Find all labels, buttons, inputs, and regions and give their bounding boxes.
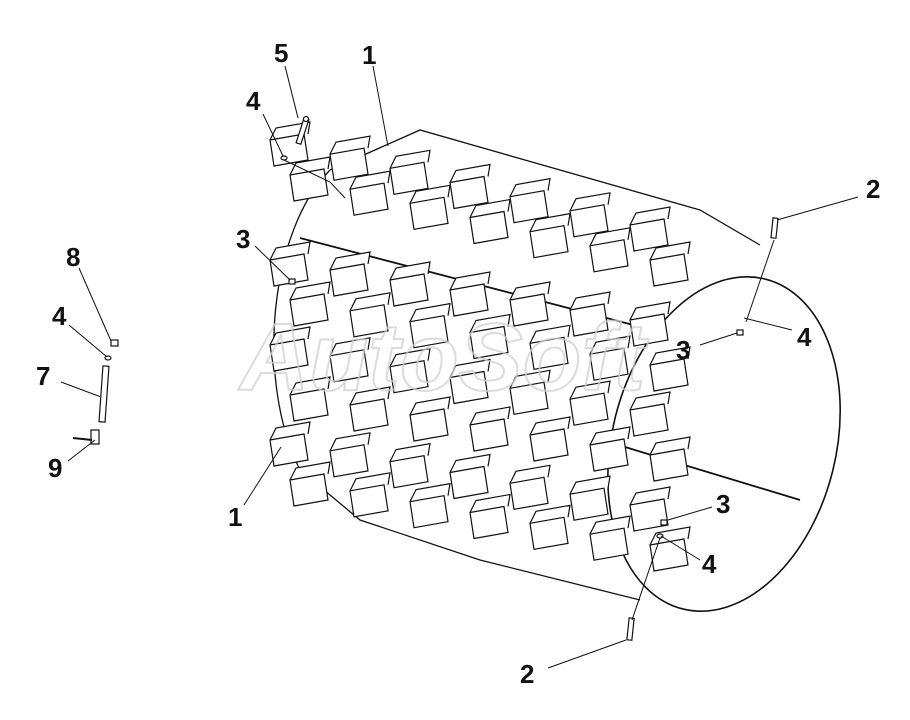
nut-8 [110,339,119,347]
roller-pad [269,241,311,287]
roller-pad [589,515,631,561]
roller-pad [529,212,571,259]
roller-pad [569,475,611,521]
roller-pad [289,281,331,327]
roller-pad [329,251,371,297]
roller-pad [269,326,311,372]
roller-pad [569,380,611,426]
roller-pad [289,461,331,507]
washer-4-top [280,155,288,161]
roller-pad [589,227,631,273]
roller-pad [349,292,391,338]
callout-4-bottom: 4 [702,549,717,579]
leader-lines [60,65,859,669]
callout-2-top: 2 [866,174,880,204]
roller-pad [629,301,671,347]
roller-pad [509,281,551,327]
roller-pad [469,406,511,452]
roller-pad [449,163,491,210]
roller-pad [589,426,631,472]
washer-4-bottom [656,533,664,539]
roller-pad [409,302,451,349]
callout-1-bottom: 1 [228,502,242,532]
roller-pads [269,121,691,572]
drum-bottom-edge [299,469,641,601]
roller-pad [509,369,551,416]
roller-pad [469,198,511,245]
roller-pad [329,135,371,181]
roller-pad [629,391,671,437]
roller-pad [389,261,431,307]
roller-pad [269,421,311,467]
drum-top-edge [329,129,761,246]
roller-pad [389,149,431,196]
roller-pad [469,313,511,360]
callout-9: 9 [48,453,62,483]
callout-3-bottom: 3 [716,489,730,519]
callout-5: 5 [274,38,288,68]
roller-pad [449,453,491,500]
callout-4-top: 4 [246,86,261,116]
nut-3-bottom [660,519,668,526]
nut-3-left [288,278,296,285]
callout-3-right: 3 [676,335,690,365]
drum-right-end-face [607,276,841,612]
roller-pad [629,206,671,252]
pin-7 [98,365,110,423]
roller-pad [649,241,691,287]
callout-8: 8 [66,242,80,272]
watermark-text: AutoSoft [238,304,649,411]
roller-pad [329,432,371,478]
roller-pad [409,482,451,529]
roller-pad [449,358,491,405]
roller-pad [509,464,551,511]
roller-pad [529,416,571,462]
roller-pad [349,386,391,432]
bolt-9 [72,429,100,445]
callout-labels: 1 1 2 2 3 3 3 4 4 4 4 5 7 8 9 [36,38,880,689]
roller-pad [289,376,331,422]
roller-pad [449,271,491,317]
callout-3-left: 3 [236,224,250,254]
roller-pad [649,346,691,392]
roller-pad [589,335,631,381]
roller-pad [469,493,511,540]
roller-pad [349,472,391,518]
roller-pad [529,324,571,371]
loose-parts [72,115,779,641]
roller-pad [649,436,691,482]
callout-7: 7 [36,361,50,391]
callout-1-top: 1 [362,40,376,70]
pin-5 [295,115,310,146]
roller-pad [389,347,431,394]
roller-pad [389,442,431,489]
roller-pad [509,177,551,224]
pin-2-top [770,217,779,239]
roller-pad [409,396,451,442]
callout-4-left: 4 [52,301,67,331]
pin-2-bottom [626,617,635,641]
nut-3-right [736,329,744,336]
roller-pad [329,337,371,383]
roller-pad [349,170,391,216]
roller-pad [569,291,611,337]
callout-4-right: 4 [797,322,812,352]
roller-pad [629,486,671,532]
callout-2-bottom: 2 [520,659,534,689]
roller-pad [409,184,451,231]
roller-pad [529,504,571,551]
roller-pad [569,192,611,238]
